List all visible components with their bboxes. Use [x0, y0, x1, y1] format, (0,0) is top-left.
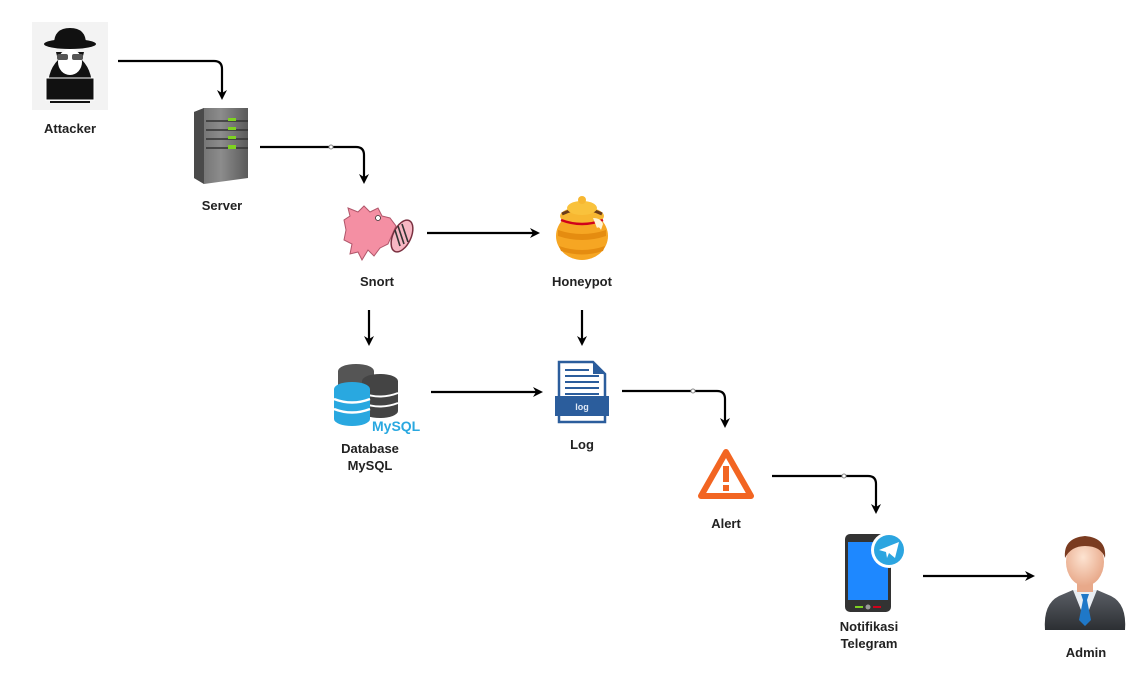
snort-pig-icon [343, 205, 414, 262]
warning-icon [698, 449, 754, 499]
node-label: Attacker [43, 121, 97, 136]
server-icon [194, 108, 248, 184]
node-label: Honeypot [552, 274, 612, 289]
edge-log-alert [622, 389, 730, 428]
mysql-database-icon: MySQL [333, 364, 421, 434]
log-file-icon: log [555, 360, 609, 424]
node-label: Alert [711, 516, 741, 531]
edge-waypoint [328, 144, 334, 150]
mysql-logo-text: MySQL [372, 418, 421, 434]
node-label-line2: MySQL [347, 458, 393, 473]
admin-user-icon [1044, 536, 1126, 630]
log-badge-text: log [575, 402, 589, 412]
node-label-line2: Telegram [840, 636, 898, 651]
node-label: Snort [360, 274, 394, 289]
node-label: Admin [1065, 645, 1107, 660]
node-label: Server [201, 198, 243, 213]
node-label-line1: Database [341, 441, 399, 456]
edge-attacker-server [118, 59, 227, 100]
hacker-icon [32, 22, 108, 110]
node-label: Log [570, 437, 594, 452]
telegram-phone-icon [845, 532, 907, 612]
edge-alert-telegram [772, 474, 881, 514]
edge-server-snort [260, 145, 369, 184]
node-label-line1: Notifikasi [839, 619, 899, 634]
edge-waypoint [690, 388, 696, 394]
edge-waypoint [841, 473, 847, 479]
honeypot-icon [556, 196, 608, 260]
